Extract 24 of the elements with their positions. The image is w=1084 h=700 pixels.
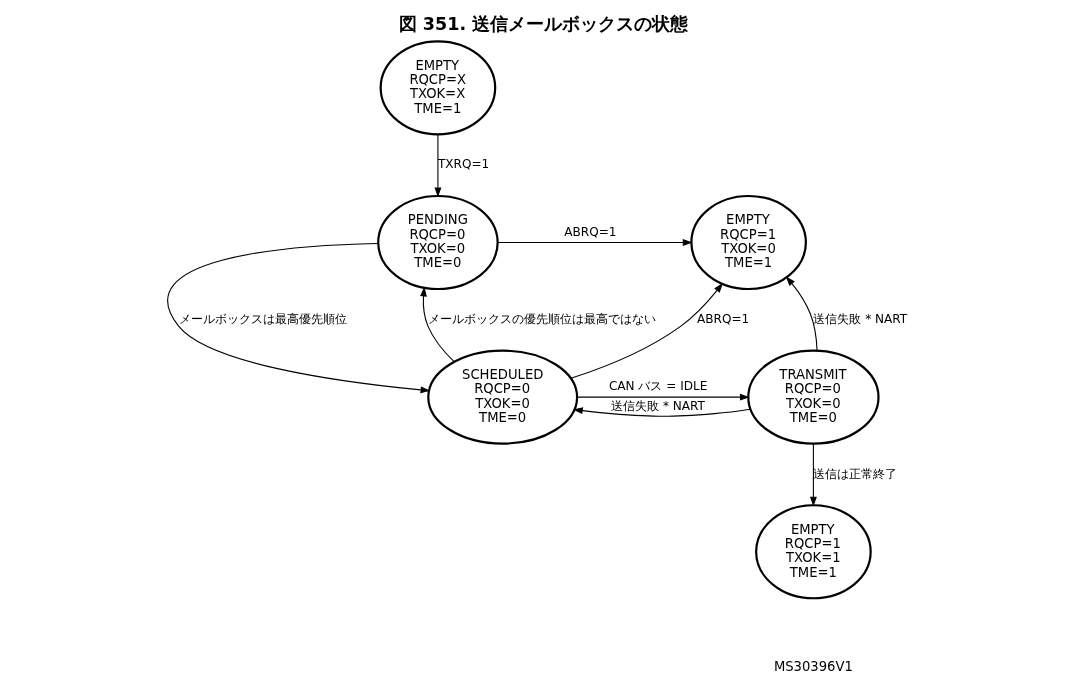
node-ellipse: TRANSMIT RQCP=0 TXOK=0 TME=0: [747, 349, 880, 445]
arrow: [809, 443, 817, 507]
arrow: [576, 393, 750, 401]
edge-label: TXRQ=1: [437, 157, 490, 172]
label: MS30396V1: [773, 658, 853, 674]
edge-label: CAN バス = IDLE: [608, 379, 708, 394]
edge-label: ABRQ=1: [697, 311, 750, 326]
arrow: [434, 134, 442, 198]
arrow: [570, 282, 724, 379]
arrow: [572, 407, 751, 417]
diagram-title: 図 351. 送信メールボックスの状態: [398, 14, 689, 35]
edge-label: 送信失敗 * NART: [611, 399, 705, 414]
edge-label: 送信失敗 * NART: [813, 311, 908, 326]
edge-label: ABRQ=1: [564, 224, 617, 239]
arrow: [167, 242, 431, 394]
node-ellipse: EMPTY RQCP=X TXOK=X TME=1: [379, 40, 497, 136]
arrow: [785, 276, 818, 352]
node-ellipse: PENDING RQCP=0 TXOK=0 TME=0: [377, 194, 499, 291]
edge-label: メールボックスは最高優先順位: [178, 311, 347, 326]
node-ellipse: EMPTY RQCP=1 TXOK=1 TME=1: [755, 504, 872, 600]
arrow: [420, 286, 455, 363]
node-ellipse: SCHEDULED RQCP=0 TXOK=0 TME=0: [427, 349, 579, 445]
edge-label: メールボックスの優先順位は最高ではない: [428, 311, 657, 326]
arrow: [497, 239, 693, 246]
